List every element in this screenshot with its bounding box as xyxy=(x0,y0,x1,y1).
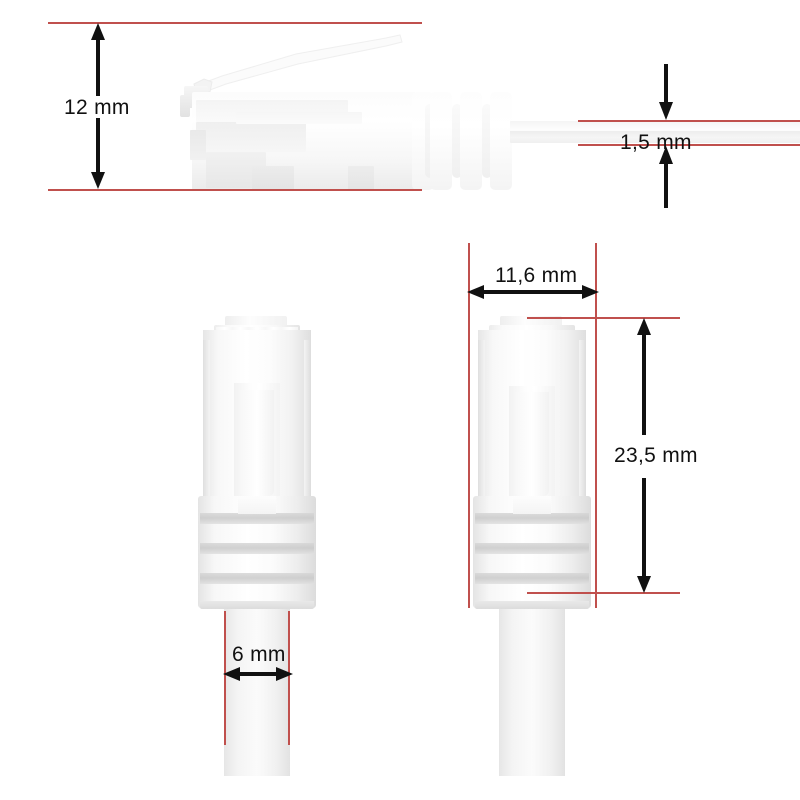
boot-foot-left xyxy=(200,601,314,609)
shell-edge-left-l xyxy=(203,340,210,498)
dim-line-1-5mm-bottom xyxy=(578,144,800,146)
boot-latch-rail-left xyxy=(238,496,276,514)
flat-cable-shadow xyxy=(510,131,800,138)
dim-line-6mm-right xyxy=(288,611,290,745)
dim-arrow-12mm xyxy=(91,23,105,189)
shell-edge-right-r xyxy=(579,340,586,498)
boot-fin-3 xyxy=(460,92,482,190)
boot-rib-left-3 xyxy=(200,573,314,584)
plug-rear-shelf xyxy=(348,166,374,190)
dim-arrow-1-5mm-upper xyxy=(659,64,673,120)
boot-fin-gap-2 xyxy=(452,104,462,178)
dim-arrow-6mm xyxy=(223,667,293,681)
dim-line-11-6mm-left xyxy=(468,243,470,608)
dim-label-6mm: 6 mm xyxy=(232,643,286,666)
front-view-wired-group: 6 mm xyxy=(198,316,316,776)
dim-label-1-5mm: 1,5 mm xyxy=(620,131,692,154)
dim-arrow-23-5mm-lower xyxy=(637,478,651,593)
latch-face-inner-right xyxy=(515,392,549,496)
dim-label-11-6mm: 11,6 mm xyxy=(495,264,578,287)
plug-nose-step xyxy=(190,130,206,160)
dim-label-12mm: 12 mm xyxy=(64,96,130,119)
side-view-group: 12 mm 1,5 mm xyxy=(0,0,800,250)
boot-rib-left-1 xyxy=(200,513,314,524)
dim-label-23-5mm: 23,5 mm xyxy=(614,444,698,467)
boot-rib-left-2 xyxy=(200,543,314,554)
boot-fin-gap-3 xyxy=(482,104,492,178)
plug-seam-line xyxy=(236,112,362,124)
dim-arrow-11-6mm xyxy=(467,285,599,299)
dim-line-12mm-bottom xyxy=(48,189,422,191)
plug-inner-band-mid xyxy=(196,122,306,152)
shell-edge-right-l xyxy=(478,340,485,498)
dim-line-1-5mm-top xyxy=(578,120,800,122)
dim-line-23-5mm-bottom xyxy=(527,592,680,594)
latch-face-inner-left xyxy=(240,390,274,496)
dim-arrow-23-5mm-upper xyxy=(637,318,651,435)
boot-fin-4 xyxy=(490,92,512,190)
boot-fin-2 xyxy=(430,92,452,190)
boot-latch-rail-right xyxy=(513,496,551,514)
dim-arrow-1-5mm-lower xyxy=(659,146,673,208)
boot-foot-right xyxy=(475,601,589,609)
boot-rib-right-2 xyxy=(475,543,589,554)
plug-contact-shelf xyxy=(252,166,294,190)
dim-line-12mm-top xyxy=(48,22,422,24)
boot-rib-right-3 xyxy=(475,573,589,584)
flat-cable-left xyxy=(224,606,290,776)
boot-rib-right-1 xyxy=(475,513,589,524)
flat-cable-right xyxy=(499,606,565,776)
latch-hinge-stop xyxy=(180,95,190,117)
dim-line-23-5mm-top xyxy=(527,317,680,319)
dim-line-6mm-left xyxy=(224,611,226,745)
shell-edge-left-r xyxy=(304,340,311,498)
dim-line-11-6mm-right xyxy=(595,243,597,608)
